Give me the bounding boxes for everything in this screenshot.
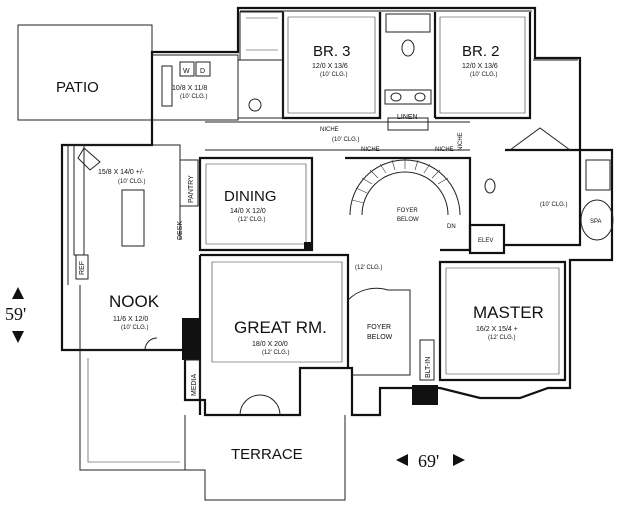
bedroom-2: BR. 2 12/0 X 13/6 (10' CLG.)	[435, 12, 532, 120]
arrow-right-icon	[453, 454, 465, 466]
niche-2-label: NICHE	[361, 147, 380, 153]
patio-area: PATIO	[17, 24, 153, 121]
closet-left	[238, 11, 284, 119]
hallway: NICHE (10' CLG.) NICHE NICHE NICHE	[205, 121, 470, 153]
dn-label: DN	[447, 224, 456, 230]
kitchen-clg: (10' CLG.)	[118, 179, 146, 185]
depth-dimension: 59'	[5, 287, 26, 343]
laundry-clg: (10' CLG.)	[180, 94, 208, 100]
niche-3-label: NICHE	[435, 147, 454, 153]
laundry-room: W D 10/8 X 11/8 (10' CLG.)	[152, 54, 262, 121]
media-niche: MEDIA	[185, 359, 201, 400]
media-label: MEDIA	[191, 374, 198, 397]
arrow-down-icon	[12, 331, 24, 343]
elev-label: ELEV	[478, 238, 493, 244]
foyer-top-label2: BELOW	[397, 217, 419, 223]
br2-label: BR. 2	[462, 43, 500, 60]
master-label: MASTER	[473, 303, 544, 322]
br2-clg: (10' CLG.)	[470, 72, 498, 78]
niche-1-clg: (10' CLG.)	[332, 137, 360, 143]
terrace-label: TERRACE	[231, 446, 303, 463]
elevator: ELEV	[468, 223, 506, 255]
foyer-mid: FOYER BELOW	[347, 287, 411, 376]
depth-label: 59'	[5, 304, 26, 324]
linen-label: LINEN	[397, 114, 418, 121]
master-bath: SPA (10' CLG.)	[484, 127, 614, 247]
width-label: 69'	[418, 451, 439, 471]
dining-clg: (12' CLG.)	[238, 217, 266, 223]
master-bedroom: MASTER 16/2 X 15/4 + (12' CLG.) BLT-IN	[412, 260, 567, 405]
dining-label: DINING	[224, 188, 277, 205]
br3-label: BR. 3	[313, 43, 351, 60]
washer-label: W	[183, 68, 190, 75]
width-dimension: 69'	[396, 451, 465, 471]
great-rm-dims: 18/0 X 20/0	[252, 341, 288, 348]
br3-dims: 12/0 X 13/6	[312, 63, 348, 70]
master-clg: (12' CLG.)	[488, 335, 516, 341]
kitchen: REF 15/8 X 14/0 +/- (10' CLG.)	[67, 144, 181, 285]
kitchen-dims: 15/8 X 14/0 +/-	[98, 169, 145, 176]
br3-clg: (10' CLG.)	[320, 72, 348, 78]
terrace: TERRACE	[79, 350, 346, 501]
laundry-dims: 10/8 X 11/8	[172, 85, 207, 92]
dining-room: DINING 14/0 X 12/0 (12' CLG.)	[198, 156, 314, 252]
ref-label: REF	[79, 261, 86, 275]
dining-dims: 14/0 X 12/0	[230, 208, 266, 215]
dryer-label: D	[200, 68, 205, 75]
stair-foyer: FOYER BELOW DN	[345, 156, 472, 252]
patio-label: PATIO	[56, 79, 99, 96]
nook-dims: 11/6 X 12/0	[113, 316, 148, 323]
foyer-mid-label2: BELOW	[367, 334, 393, 341]
nook: NOOK 11/6 X 12/0 (10' CLG.)	[79, 285, 160, 351]
bedroom-3: BR. 3 12/0 X 13/6 (10' CLG.)	[281, 12, 382, 120]
spa-label: SPA	[590, 219, 602, 225]
foyer-mid-label: FOYER	[367, 324, 391, 331]
desk-label: DESK	[177, 221, 184, 240]
great-rm-clg: (12' CLG.)	[262, 350, 290, 356]
pantry-label: PANTRY	[188, 175, 195, 203]
niche-1-label: NICHE	[320, 127, 339, 133]
foyer-top-label: FOYER	[397, 208, 418, 214]
nook-clg: (10' CLG.)	[121, 325, 149, 331]
niche-4-label: NICHE	[458, 132, 464, 151]
br2-dims: 12/0 X 13/6	[462, 63, 498, 70]
blt-in-label: BLT-IN	[425, 357, 432, 378]
arrow-up-icon	[12, 287, 24, 299]
shared-bath: LINEN	[378, 12, 437, 131]
great-rm-label: GREAT RM.	[234, 318, 327, 337]
master-bath-clg: (10' CLG.)	[540, 202, 568, 208]
master-dims: 16/2 X 15/4 +	[476, 326, 518, 333]
great-rm-clg-top: (12' CLG.)	[355, 265, 383, 271]
nook-label: NOOK	[109, 292, 160, 311]
arrow-left-icon	[396, 454, 408, 466]
pantry-desk: PANTRY DESK	[177, 159, 199, 240]
